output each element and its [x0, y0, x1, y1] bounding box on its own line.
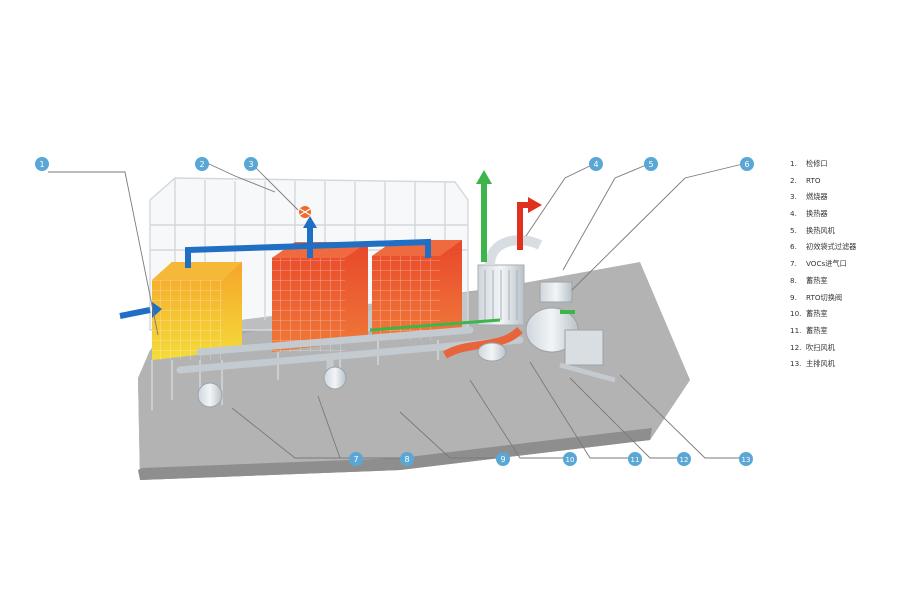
fan-unit	[525, 281, 616, 383]
legend-number: 4.	[790, 209, 797, 219]
legend-label: VOCs进气口	[806, 259, 847, 269]
legend-number: 5.	[790, 225, 797, 235]
legend-label: 蓄热室	[806, 309, 828, 319]
legend-item: 8. 蓄热室	[790, 273, 856, 290]
legend-item: 13. 主排风机	[790, 356, 856, 373]
legend-item: 6. 初效袋式过滤器	[790, 239, 856, 256]
callout-1-label: 1	[39, 160, 44, 169]
callout-8: 8	[400, 452, 414, 466]
legend-number: 11.	[790, 325, 802, 335]
legend-item: 4. 换热器	[790, 206, 856, 223]
legend-label: RTO切换阀	[806, 292, 843, 302]
legend-label: 检修口	[806, 159, 828, 168]
callout-9-label: 9	[500, 455, 505, 464]
legend-label: 燃烧器	[806, 192, 828, 202]
legend-number: 12.	[790, 342, 802, 352]
callout-13-label: 13	[742, 456, 751, 464]
legend-number: 1.	[790, 159, 797, 168]
callout-1: 1	[35, 157, 49, 171]
callout-7-label: 7	[353, 455, 358, 464]
callout-3: 3	[244, 157, 258, 171]
legend-label: 主排风机	[806, 359, 835, 369]
valves	[197, 366, 347, 408]
legend-item: 5. 换热风机	[790, 223, 856, 240]
legend-label: 初效袋式过滤器	[806, 242, 857, 252]
legend-number: 2.	[790, 175, 797, 185]
callout-5: 5	[644, 157, 658, 171]
callout-12: 12	[677, 452, 691, 466]
callout-13: 13	[739, 452, 753, 466]
regenerator-chamber-red-1	[272, 242, 368, 380]
component-legend: 1. 检修口 2. RTO 3. 燃烧器 4. 换热器 5. 换热风机 6. 初效袋式过滤器…	[790, 156, 856, 373]
callout-11-label: 11	[631, 456, 640, 464]
legend-item: 2. RTO	[790, 173, 856, 190]
legend-number: 7.	[790, 259, 797, 269]
orange-duct	[442, 326, 523, 362]
callout-10: 10	[563, 452, 577, 466]
legend-item: 3. 燃烧器	[790, 189, 856, 206]
legend-number: 10.	[790, 309, 802, 319]
legend-number: 3.	[790, 192, 797, 202]
regenerator-chamber-yellow	[151, 262, 242, 410]
leader-lines	[48, 162, 748, 459]
legend-number: 13.	[790, 359, 802, 369]
legend-label: 吹扫风机	[806, 342, 835, 352]
legend-label: 换热器	[806, 209, 828, 219]
callout-6: 6	[740, 157, 754, 171]
callout-8-label: 8	[404, 455, 409, 464]
callout-7: 7	[349, 452, 363, 466]
legend-item: 1. 检修口	[790, 156, 856, 173]
callout-2-label: 2	[199, 160, 204, 169]
legend-number: 6.	[790, 242, 797, 252]
callout-10-label: 10	[566, 456, 575, 464]
legend-label: 换热风机	[806, 225, 835, 235]
callout-2: 2	[195, 157, 209, 171]
legend-number: 9.	[790, 292, 797, 302]
flow-arrows	[119, 170, 575, 332]
legend-item: 9. RTO切换阀	[790, 290, 856, 307]
legend-number: 8.	[790, 275, 797, 285]
callout-9: 9	[496, 452, 510, 466]
callout-4: 4	[589, 157, 603, 171]
heat-exchanger	[477, 235, 543, 326]
callout-5-label: 5	[648, 160, 653, 169]
legend-label: RTO	[806, 175, 821, 185]
callout-12-label: 12	[680, 456, 689, 464]
callout-4-label: 4	[593, 160, 598, 169]
legend-label: 蓄热室	[806, 325, 828, 335]
legend-item: 12. 吹扫风机	[790, 340, 856, 357]
callout-11: 11	[628, 452, 642, 466]
burner-icon	[299, 206, 311, 218]
callout-3-label: 3	[248, 160, 253, 169]
legend-item: 7. VOCs进气口	[790, 256, 856, 273]
legend-item: 11. 蓄热室	[790, 323, 856, 340]
callout-6-label: 6	[744, 160, 749, 169]
legend-label: 蓄热室	[806, 275, 828, 285]
legend-item: 10. 蓄热室	[790, 306, 856, 323]
